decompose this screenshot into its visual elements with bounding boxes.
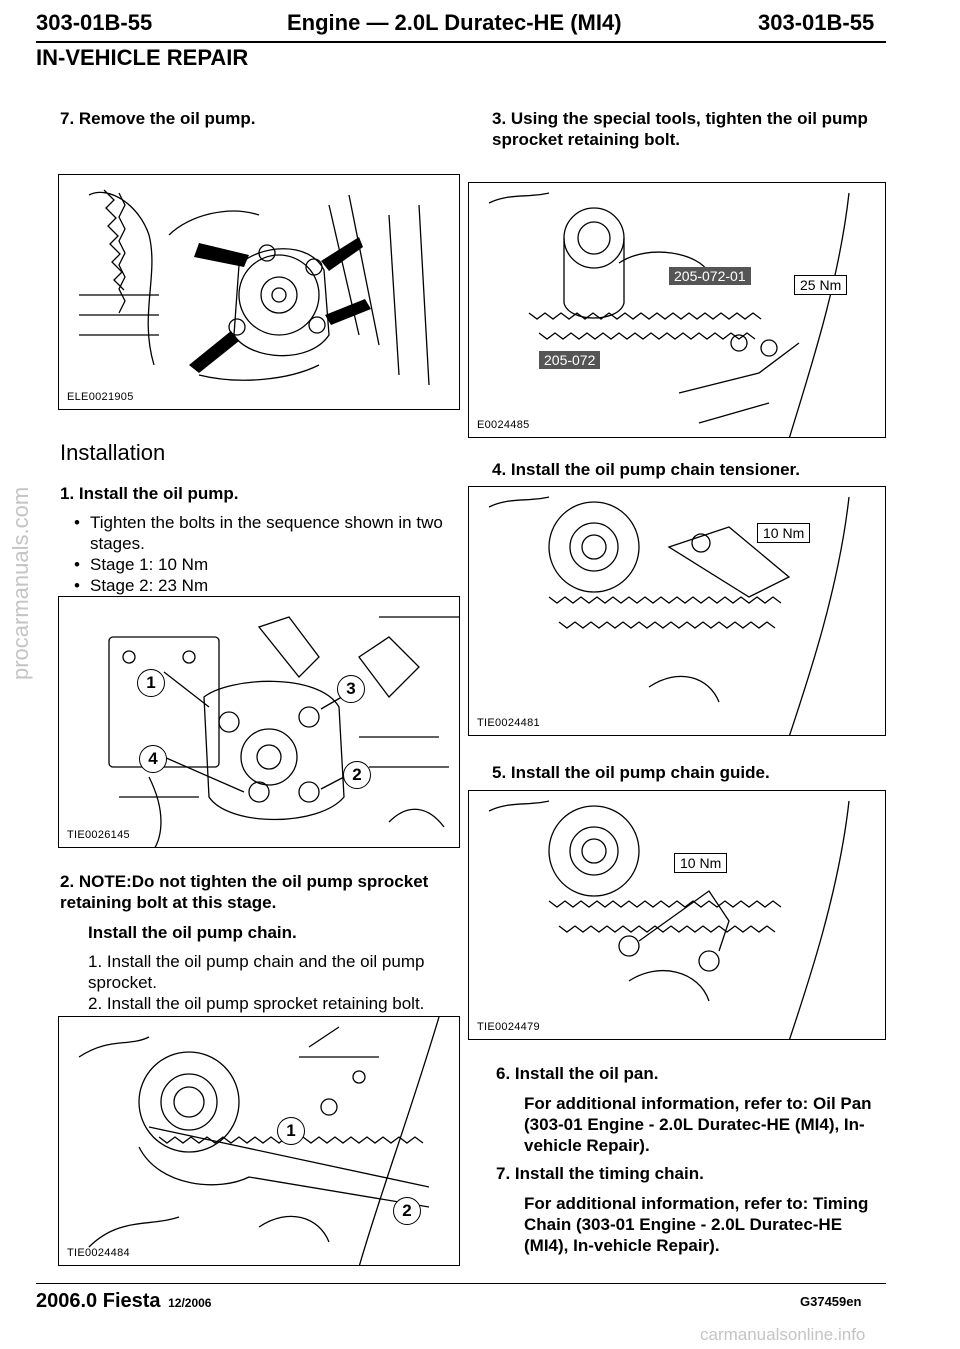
callout-1: 1 — [137, 669, 165, 697]
figure-oil-pump-removal: ELE0021905 — [58, 174, 460, 410]
step-install-chain: Install the oil pump chain. — [88, 923, 297, 942]
callout-2: 2 — [343, 761, 371, 789]
torque-25nm: 25 Nm — [794, 275, 848, 295]
callout-2: 2 — [393, 1197, 421, 1225]
figure-chain-guide: 10 Nm TIE0024479 — [468, 790, 886, 1040]
step-install-oil-pump: 1. Install the oil pump. — [60, 484, 239, 503]
tightening-bullets: Tighten the bolts in the sequence shown … — [62, 512, 462, 596]
tool-label-205-072: 205-072 — [539, 351, 601, 369]
torque-10nm: 10 Nm — [674, 853, 728, 873]
side-watermark: procarmanuals.com — [8, 486, 33, 680]
bullet-sequence: Tighten the bolts in the sequence shown … — [62, 512, 462, 554]
page-code-right: 303-01B-55 — [758, 10, 875, 35]
step-install-timing-chain: 7. Install the timing chain. — [496, 1164, 704, 1183]
tool-label-205-072-01: 205-072-01 — [669, 267, 751, 285]
footer-rule — [36, 1283, 886, 1284]
torque-10nm: 10 Nm — [757, 523, 811, 543]
bullet-stage2: Stage 2: 23 Nm — [62, 575, 462, 596]
step-install-tensioner: 4. Install the oil pump chain tensioner. — [492, 460, 800, 479]
page-title: Engine — 2.0L Duratec-HE (MI4) — [287, 10, 622, 35]
footer-code: G37459en — [800, 1294, 862, 1309]
figure-id: TIE0024479 — [477, 1021, 540, 1033]
oil-pan-reference: For additional information, refer to: Oi… — [524, 1094, 872, 1155]
step-remove-oil-pump: 7. Remove the oil pump. — [60, 109, 256, 128]
figure-id: TIE0024481 — [477, 717, 540, 729]
installation-heading: Installation — [60, 440, 166, 465]
figure-bolt-sequence: 1 3 4 2 TIE0026145 — [58, 596, 460, 848]
substep-1: 1. Install the oil pump chain and the oi… — [88, 952, 425, 992]
page-code-left: 303-01B-55 — [36, 10, 153, 35]
callout-3: 3 — [337, 675, 365, 703]
figure-id: ELE0021905 — [67, 391, 134, 403]
step-note-chain: 2. NOTE:Do not tighten the oil pump spro… — [60, 872, 429, 912]
figure-id: TIE0024484 — [67, 1247, 130, 1259]
header-rule — [36, 41, 886, 43]
step-tighten-bolt: 3. Using the special tools, tighten the … — [492, 109, 868, 149]
callout-1: 1 — [277, 1117, 305, 1145]
step-install-guide: 5. Install the oil pump chain guide. — [492, 763, 770, 782]
bottom-watermark: carmanualsonline.info — [700, 1325, 866, 1344]
timing-chain-reference: For additional information, refer to: Ti… — [524, 1194, 869, 1255]
figure-chain-install: 1 2 TIE0024484 — [58, 1016, 460, 1266]
figure-id: E0024485 — [477, 419, 530, 431]
model-name: 2006.0 Fiesta — [36, 1290, 161, 1312]
bullet-stage1: Stage 1: 10 Nm — [62, 554, 462, 575]
section-title: IN-VEHICLE REPAIR — [36, 45, 249, 70]
footer-model: 2006.0 Fiesta 12/2006 — [36, 1290, 211, 1313]
figure-tensioner: 10 Nm TIE0024481 — [468, 486, 886, 736]
figure-special-tools: 205-072-01 205-072 25 Nm E0024485 — [468, 182, 886, 438]
callout-4: 4 — [139, 745, 167, 773]
step-install-oil-pan: 6. Install the oil pan. — [496, 1064, 659, 1083]
model-date: 12/2006 — [168, 1296, 212, 1310]
figure-id: TIE0026145 — [67, 829, 130, 841]
substep-2: 2. Install the oil pump sprocket retaini… — [88, 994, 425, 1013]
